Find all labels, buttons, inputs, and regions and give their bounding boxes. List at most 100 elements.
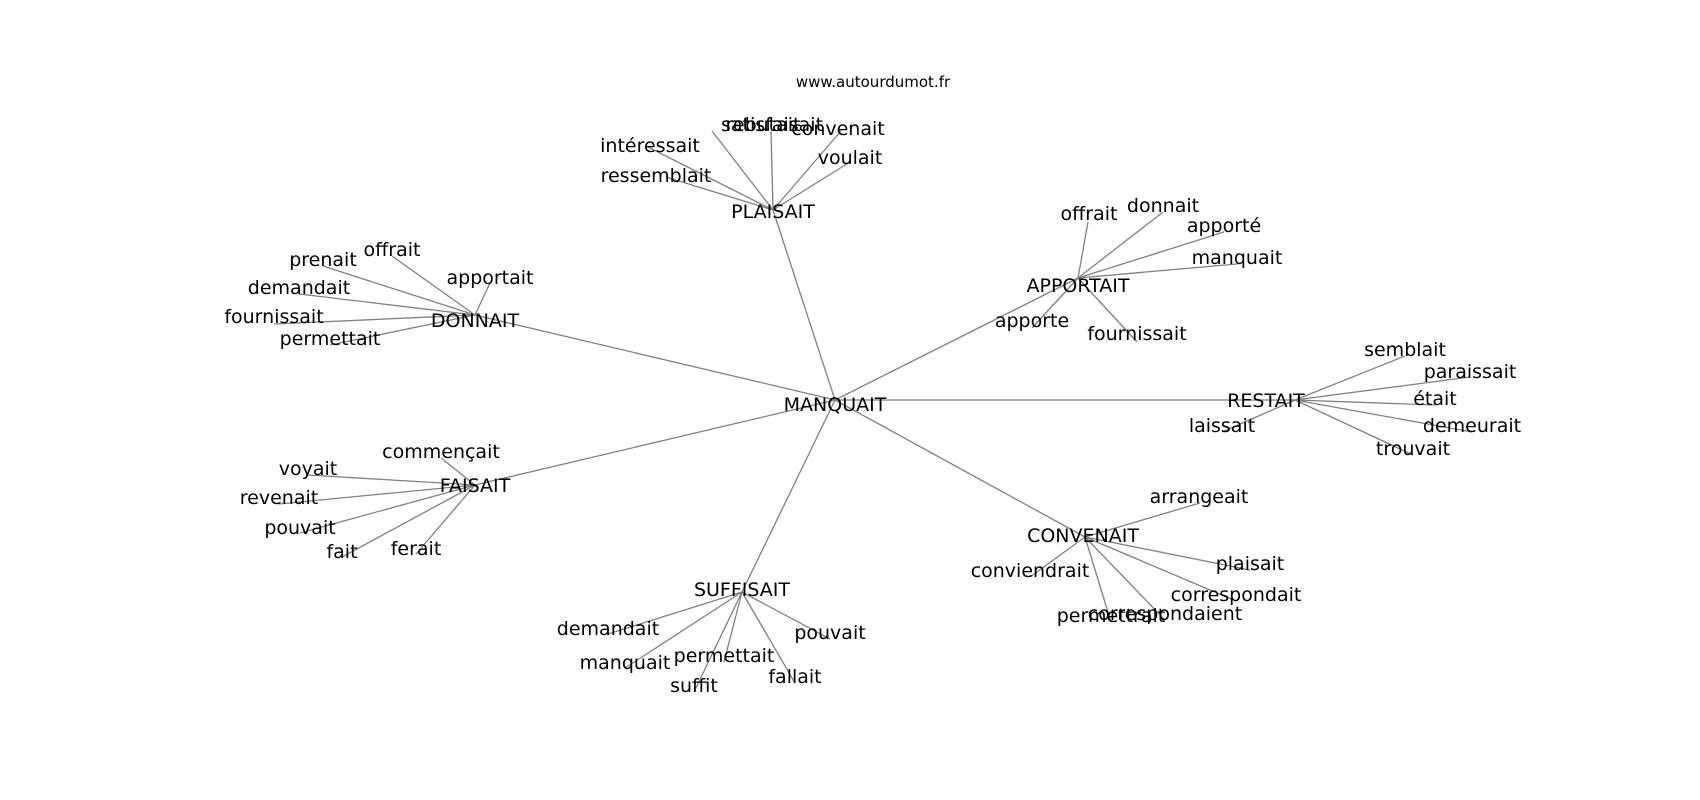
hub-word-donnait[interactable]: DONNAIT: [431, 310, 520, 332]
edge-plaisait-leaf: [770, 130, 774, 211]
edge-apportait-leaf: [1077, 211, 1164, 279]
center-word[interactable]: MANQUAIT: [784, 394, 887, 416]
edge-suffisait-leaf: [693, 591, 743, 693]
leaf-word[interactable]: pouvait: [794, 622, 865, 644]
hub-word-plaisait[interactable]: PLAISAIT: [731, 201, 815, 223]
leaf-word[interactable]: était: [1413, 388, 1457, 410]
edge-convenait-leaf: [1084, 536, 1112, 623]
edge-restait-leaf: [1294, 399, 1436, 406]
leaf-word[interactable]: apportait: [446, 267, 533, 289]
edge-suffisait-leaf: [607, 591, 743, 635]
edge-plaisait-leaf: [711, 130, 774, 211]
edge-plaisait-leaf: [647, 146, 774, 211]
leaf-word[interactable]: pouvait: [264, 517, 335, 539]
edge-center-convenait: [834, 399, 1086, 538]
edge-faisait-leaf: [307, 474, 476, 486]
leaf-word[interactable]: fallait: [768, 666, 821, 688]
edge-donnait-leaf: [329, 314, 476, 346]
edge-restait-leaf: [1294, 399, 1414, 456]
edge-faisait-leaf: [278, 484, 476, 505]
edge-donnait-leaf: [298, 293, 476, 316]
edge-plaisait-leaf: [772, 161, 851, 211]
leaf-word[interactable]: paraissait: [1424, 361, 1517, 383]
leaf-word[interactable]: apporte: [995, 310, 1069, 332]
edge-apportait-leaf: [1077, 221, 1089, 279]
leaf-word[interactable]: intéressait: [600, 135, 700, 157]
leaf-word[interactable]: conviendrait: [971, 560, 1090, 582]
leaf-word[interactable]: plaisait: [1216, 553, 1285, 575]
leaf-word[interactable]: revenait: [240, 487, 318, 509]
leaf-word[interactable]: apporté: [1187, 215, 1261, 237]
edge-center-faisait: [474, 399, 836, 486]
leaf-word[interactable]: fait: [326, 541, 357, 563]
hub-word-convenait[interactable]: CONVENAIT: [1027, 525, 1139, 547]
edge-apportait-leaf: [1077, 263, 1238, 279]
leaf-word[interactable]: demandait: [248, 277, 350, 299]
hub-word-suffisait[interactable]: SUFFISAIT: [694, 579, 790, 601]
edge-suffisait-leaf: [723, 591, 743, 663]
leaf-word[interactable]: commençait: [382, 441, 500, 463]
hub-word-restait[interactable]: RESTAIT: [1227, 390, 1305, 412]
leaf-word[interactable]: voyait: [279, 458, 337, 480]
edge-donnait-leaf: [273, 314, 476, 325]
leaf-word[interactable]: semblait: [1364, 339, 1446, 361]
leaf-word[interactable]: permettrait: [1057, 605, 1166, 627]
leaf-word[interactable]: demandait: [557, 618, 659, 640]
edge-faisait-leaf: [415, 484, 476, 555]
edge-plaisait-leaf: [772, 130, 842, 211]
leaf-word[interactable]: permettait: [280, 328, 381, 350]
edge-donnait-leaf: [322, 265, 476, 316]
leaf-word[interactable]: satisfaisait: [721, 114, 823, 136]
leaf-word[interactable]: manquait: [580, 652, 671, 674]
edge-donnait-leaf: [391, 255, 476, 316]
leaf-word[interactable]: correspondait: [1171, 584, 1302, 606]
leaf-word[interactable]: fournissait: [224, 306, 323, 328]
edge-faisait-leaf: [440, 457, 476, 486]
leaf-word[interactable]: voulait: [818, 147, 883, 169]
leaf-word[interactable]: donnait: [1127, 195, 1199, 217]
leaf-word[interactable]: manquait: [1192, 247, 1283, 269]
leaf-word[interactable]: offrait: [364, 239, 421, 261]
edge-convenait-leaf: [1029, 536, 1086, 578]
leaf-word[interactable]: prenait: [289, 249, 357, 271]
edge-apportait-leaf: [1077, 277, 1138, 343]
hub-word-apportait[interactable]: APPORTAIT: [1026, 275, 1129, 297]
edge-convenait-leaf: [1084, 502, 1201, 538]
leaf-word[interactable]: correspondaient: [1088, 603, 1242, 625]
graph-edges: [273, 130, 1473, 693]
leaf-word[interactable]: convenait: [791, 118, 884, 140]
leaf-word[interactable]: permettait: [674, 645, 775, 667]
edge-restait-leaf: [1294, 376, 1471, 401]
leaf-word[interactable]: trouvait: [1376, 438, 1450, 460]
edge-convenait-leaf: [1084, 536, 1251, 571]
edge-faisait-leaf: [341, 484, 476, 558]
leaf-word[interactable]: rebutait: [725, 114, 800, 136]
edge-convenait-leaf: [1084, 536, 1237, 602]
edge-faisait-leaf: [299, 484, 476, 534]
graph-labels: www.autourdumot.fr MANQUAIT PLAISAIT rebu…: [224, 73, 1521, 697]
leaf-word[interactable]: demeurait: [1423, 415, 1521, 437]
edge-restait-leaf: [1221, 399, 1296, 433]
hub-word-faisait[interactable]: FAISAIT: [440, 475, 511, 497]
edge-suffisait-leaf: [741, 591, 796, 684]
edge-apportait-leaf: [1031, 277, 1079, 329]
edge-center-suffisait: [741, 399, 836, 593]
edge-suffisait-leaf: [624, 591, 743, 669]
leaf-word[interactable]: ferait: [391, 538, 442, 560]
leaf-word[interactable]: laissait: [1189, 415, 1255, 437]
edge-donnait-leaf: [474, 282, 491, 316]
site-url[interactable]: www.autourdumot.fr: [796, 73, 951, 91]
edge-center-donnait: [474, 314, 836, 401]
edge-restait-leaf: [1294, 355, 1406, 401]
edge-convenait-leaf: [1084, 536, 1166, 621]
edge-apportait-leaf: [1077, 231, 1225, 279]
leaf-word[interactable]: fournissait: [1087, 323, 1186, 345]
leaf-word[interactable]: arrangeait: [1150, 486, 1249, 508]
edge-center-apportait: [834, 277, 1079, 401]
leaf-word[interactable]: offrait: [1061, 203, 1118, 225]
leaf-word[interactable]: ressemblait: [601, 165, 712, 187]
edge-plaisait-leaf: [665, 176, 774, 211]
edge-restait-leaf: [1294, 399, 1473, 433]
leaf-word[interactable]: suffit: [670, 675, 718, 697]
